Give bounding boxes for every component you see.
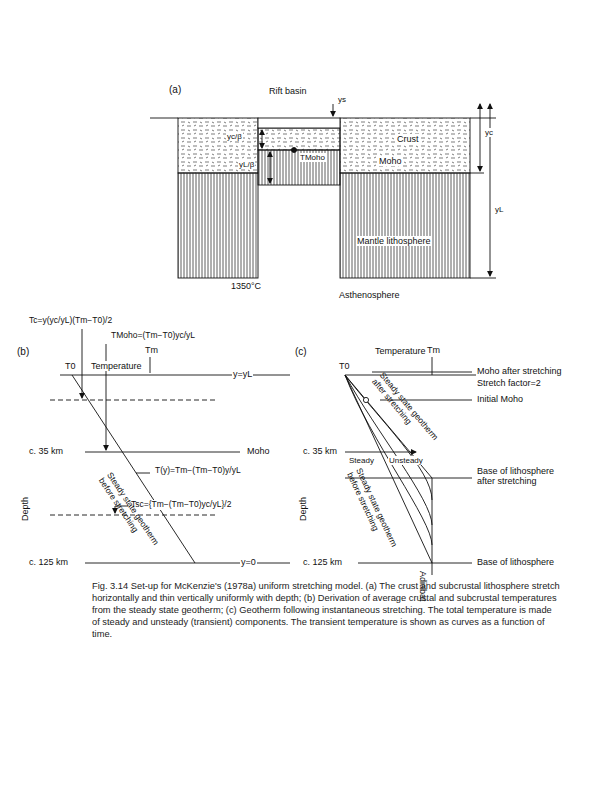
figure-label: T0 xyxy=(64,361,77,371)
rotated-label: Steady state geotherm after stretching xyxy=(369,370,447,458)
figure-label: Initial Moho xyxy=(476,394,524,404)
figure-label: c. 35 km xyxy=(28,446,64,456)
figure-label: Tm xyxy=(144,345,159,355)
figure-label: c. 35 km xyxy=(302,446,338,456)
figure-label: TMoho xyxy=(299,153,326,162)
figure-label: Temperature xyxy=(374,346,427,356)
figure-label: 1350°C xyxy=(230,281,262,291)
figure-label: Moho xyxy=(246,446,271,456)
figure-label: Tsc={Tm−(Tm−T0)yc/yL}/2 xyxy=(130,500,232,510)
figure-label: T(y)=Tm−(Tm−T0)y/yL xyxy=(154,466,242,476)
figure-label: Tc=y(yc/yL)(Tm−T0)/2 xyxy=(28,316,113,326)
rotated-label: Depth xyxy=(20,496,30,522)
figure-label: Base of lithosphere xyxy=(476,557,555,567)
figure-label: Mantle lithosphere xyxy=(356,236,432,246)
figure-label: Rift basin xyxy=(268,86,308,96)
figure-label: Moho after stretching xyxy=(476,366,563,376)
figure-label: (c) xyxy=(294,346,308,358)
figure-label: Temperature xyxy=(90,361,143,371)
figure-label: Crust xyxy=(396,134,420,144)
figure-label: c. 125 km xyxy=(28,557,69,567)
figure-label: yL/β xyxy=(238,160,255,169)
rotated-label: Steady state geotherm before stretching xyxy=(344,466,406,570)
panel-b xyxy=(50,329,290,563)
figure-label: T0 xyxy=(338,361,351,371)
figure-label: Steady xyxy=(348,456,375,465)
figure-caption: Fig. 3.14 Set-up for McKenzie's (1978a) … xyxy=(92,580,562,640)
figure-label: yc xyxy=(484,128,494,137)
figure-label: TMoho=(Tm−T0)yc/yL xyxy=(110,331,196,341)
rotated-label: Depth xyxy=(298,496,308,522)
figure-label: Asthenosphere xyxy=(338,290,401,300)
figure-label: Moho xyxy=(378,156,403,166)
rotated-label: Steady state geotherm before stretching xyxy=(96,470,171,569)
figure-label: (b) xyxy=(16,346,30,358)
figure-label: Base of lithosphere after stretching xyxy=(476,466,562,487)
figure-label: Tm xyxy=(426,345,441,355)
figure-label: ys xyxy=(337,95,347,104)
figure-label: y=yL xyxy=(232,369,253,379)
figure-label: (a) xyxy=(168,84,182,96)
figure-label: c. 125 km xyxy=(302,557,343,567)
figure-label: Unsteady xyxy=(388,456,424,465)
figure-label: y=0 xyxy=(240,557,257,567)
figure-label: yL xyxy=(494,205,504,214)
figure-label: yc/β xyxy=(226,132,243,141)
panel-a xyxy=(150,104,496,278)
figure-label: Stretch factor=2 xyxy=(476,378,542,388)
